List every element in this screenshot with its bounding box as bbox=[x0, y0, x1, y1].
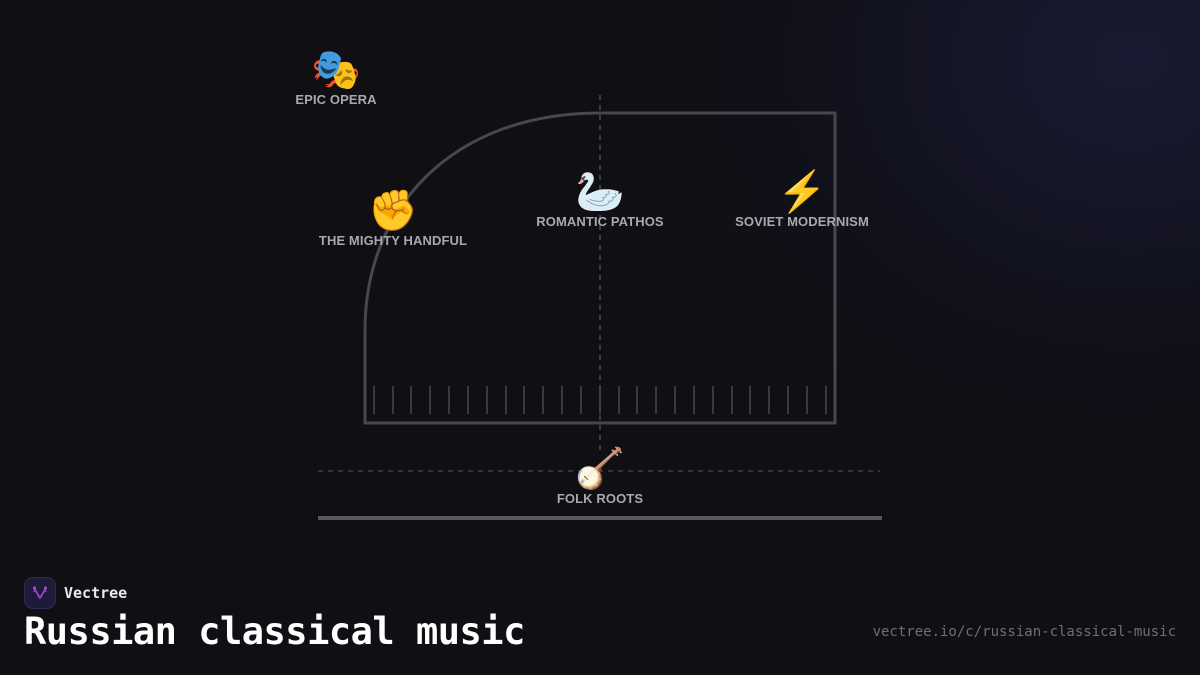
lightning-bolt-icon: ⚡ bbox=[777, 170, 827, 214]
node-mighty-handful[interactable]: ✊ THE MIGHTY HANDFUL bbox=[319, 189, 467, 248]
source-url[interactable]: vectree.io/c/russian-classical-music bbox=[872, 624, 1176, 640]
node-label: ROMANTIC PATHOS bbox=[536, 214, 664, 229]
node-label: SOVIET MODERNISM bbox=[735, 214, 869, 229]
node-epic-opera[interactable]: 🎭 EPIC OPERA bbox=[295, 48, 376, 107]
node-folk-roots[interactable]: 🪕 FOLK ROOTS bbox=[557, 447, 643, 506]
raised-fist-icon: ✊ bbox=[368, 189, 418, 233]
banjo-icon: 🪕 bbox=[575, 447, 625, 491]
brand: Vectree bbox=[24, 577, 127, 609]
swan-icon: 🦢 bbox=[575, 170, 625, 214]
brand-name: Vectree bbox=[64, 584, 128, 602]
performing-arts-masks-icon: 🎭 bbox=[311, 48, 361, 92]
node-soviet-modernism[interactable]: ⚡ SOVIET MODERNISM bbox=[735, 170, 869, 229]
node-label: EPIC OPERA bbox=[295, 92, 377, 107]
piano-keys bbox=[373, 386, 827, 414]
node-label: FOLK ROOTS bbox=[556, 491, 644, 506]
node-romantic-pathos[interactable]: 🦢 ROMANTIC PATHOS bbox=[536, 170, 663, 229]
node-label: THE MIGHTY HANDFUL bbox=[318, 233, 468, 248]
page-title: Russian classical music bbox=[24, 610, 525, 653]
piano-outline bbox=[363, 111, 837, 425]
vectree-logo-icon bbox=[24, 577, 56, 609]
